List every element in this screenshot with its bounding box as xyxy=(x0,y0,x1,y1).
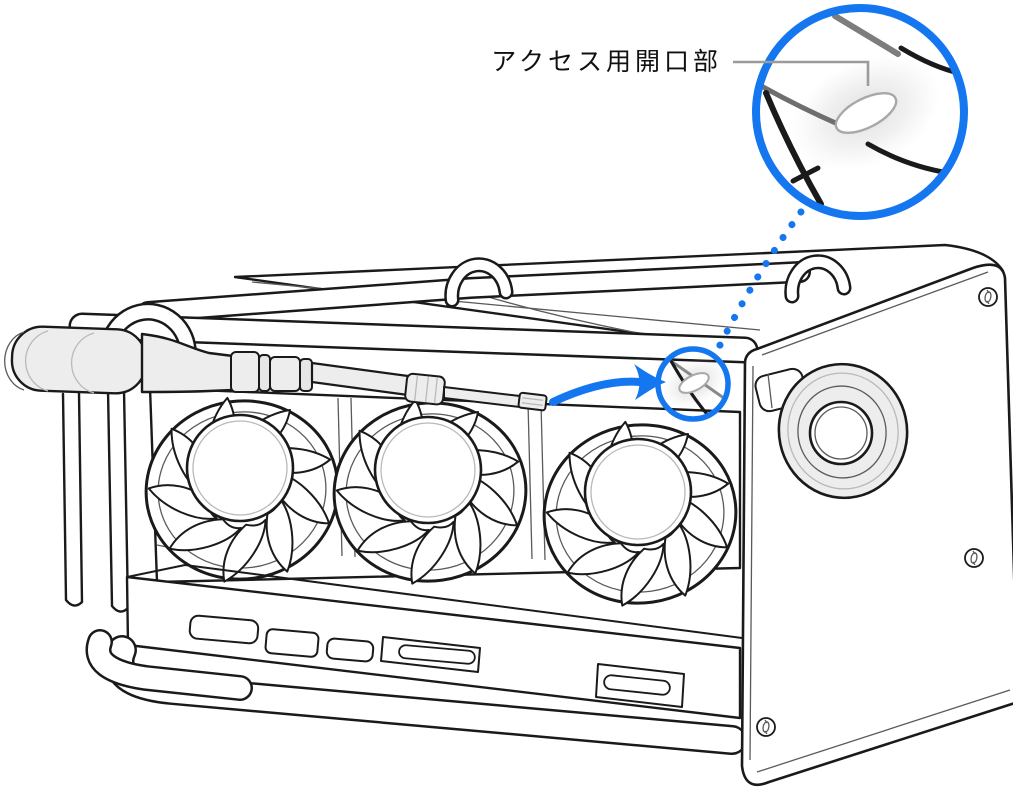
foot-port xyxy=(754,362,909,500)
screwdriver-handle xyxy=(4,325,148,395)
highlight-circle xyxy=(655,346,731,422)
magnifier-circle xyxy=(752,4,968,220)
screwdriver-shaft xyxy=(310,361,410,397)
label-leader-line xyxy=(733,60,870,86)
top-handle-tubes xyxy=(68,254,852,381)
pointer-arrow xyxy=(549,364,666,406)
screwdriver xyxy=(4,325,548,412)
bottom-handle-tube xyxy=(85,629,747,755)
screw-mid-right xyxy=(964,548,984,568)
screwdriver-bit-collar xyxy=(404,372,446,406)
magnified-view xyxy=(760,13,961,207)
screwdriver-collar xyxy=(230,351,313,393)
screw-top-right xyxy=(978,287,998,307)
side-panel xyxy=(740,263,1013,787)
screw-bottom-left xyxy=(756,717,776,737)
access-opening-label: アクセス用開口部 xyxy=(491,48,722,76)
computer-illustration xyxy=(4,243,1013,787)
lower-shelf xyxy=(125,564,743,720)
left-frame-posts xyxy=(61,388,130,613)
screwdriver-hex-tip xyxy=(517,391,548,412)
magnifier-ring xyxy=(752,4,968,220)
annotations: アクセス用開口部 xyxy=(491,4,968,422)
dotted-leader-line xyxy=(715,208,805,351)
